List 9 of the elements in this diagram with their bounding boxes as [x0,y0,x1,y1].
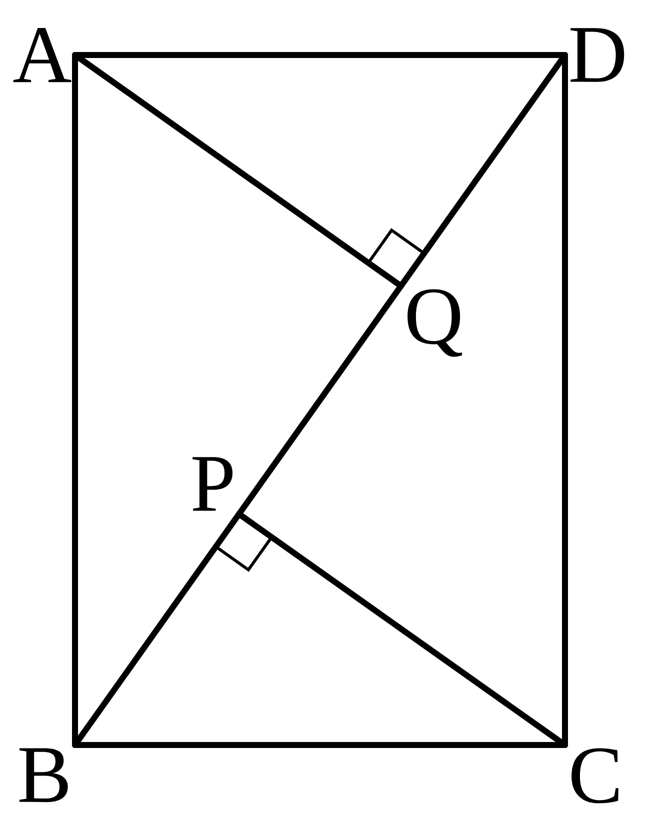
point-label: D [570,28,624,82]
line-segment [236,511,568,748]
point-label: Q [408,289,462,357]
point-label: A [13,28,72,82]
point-label: C [572,748,618,804]
point-label: B [19,748,68,802]
line-segment [72,52,404,289]
point-label: P [192,457,232,511]
line-segment [72,52,568,748]
